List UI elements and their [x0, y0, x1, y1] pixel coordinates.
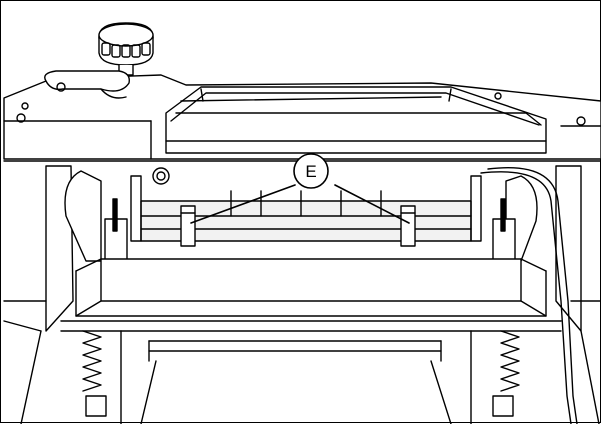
cutter-head-cover: [165, 86, 547, 154]
right-housing: [505, 165, 601, 332]
post-left: [180, 205, 196, 247]
callout-e: E: [190, 153, 410, 224]
power-cable: [480, 167, 578, 424]
left-housing: [3, 165, 102, 332]
post-right: [400, 205, 416, 247]
lower-spring-left: [82, 330, 107, 417]
lower-spring-right: [492, 330, 520, 417]
upper-spring-right: [492, 198, 516, 266]
crank-lever: [44, 70, 130, 99]
lower-housing: [20, 330, 600, 424]
adjustment-knob: [98, 22, 154, 76]
lower-rails: [120, 330, 472, 424]
planer-table: [60, 258, 562, 332]
screw-head: [152, 167, 170, 185]
callout-e-label: E: [305, 162, 316, 181]
upper-spring-left: [104, 198, 128, 266]
